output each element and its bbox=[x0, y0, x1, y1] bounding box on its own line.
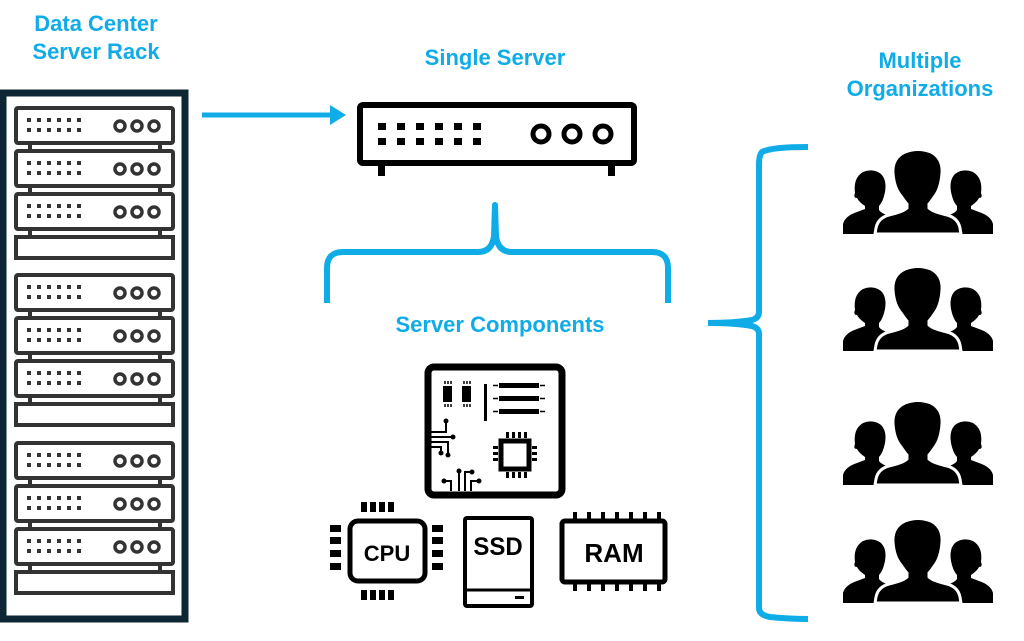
ram-label: RAM bbox=[584, 538, 643, 568]
rack-server-unit bbox=[14, 316, 175, 362]
rack-blank-panel bbox=[14, 570, 175, 595]
rack-blank-panel bbox=[14, 402, 175, 427]
rack-server-unit bbox=[14, 273, 175, 319]
single-server-title: Single Server bbox=[424, 45, 566, 70]
organization-people-icon bbox=[843, 399, 993, 485]
rack-blank-panel bbox=[14, 235, 175, 260]
organizations-title-line-1: Multiple bbox=[878, 48, 962, 73]
arrow-head bbox=[330, 105, 346, 125]
organization-people-icon bbox=[843, 148, 993, 234]
rack-server-unit bbox=[14, 149, 175, 195]
rack-server-unit bbox=[14, 106, 175, 152]
cpu-label: CPU bbox=[364, 541, 410, 566]
rack-title-line-1: Data Center bbox=[34, 11, 158, 36]
rack-server-unit bbox=[14, 192, 175, 238]
organizations-title: Multiple Organizations bbox=[820, 47, 1020, 103]
rack-server-unit bbox=[14, 527, 175, 573]
server-components-title: Server Components bbox=[395, 312, 605, 337]
organization-people-icon bbox=[843, 517, 993, 603]
organization-people-icon bbox=[843, 265, 993, 351]
rack-server-unit bbox=[14, 484, 175, 530]
rack-server-unit bbox=[14, 441, 175, 487]
organizations-title-line-2: Organizations bbox=[846, 76, 994, 101]
rack-title: Data Center Server Rack bbox=[6, 10, 186, 66]
rack-server-unit bbox=[14, 359, 175, 405]
rack-title-line-2: Server Rack bbox=[32, 39, 160, 64]
ssd-label: SSD bbox=[473, 533, 522, 561]
